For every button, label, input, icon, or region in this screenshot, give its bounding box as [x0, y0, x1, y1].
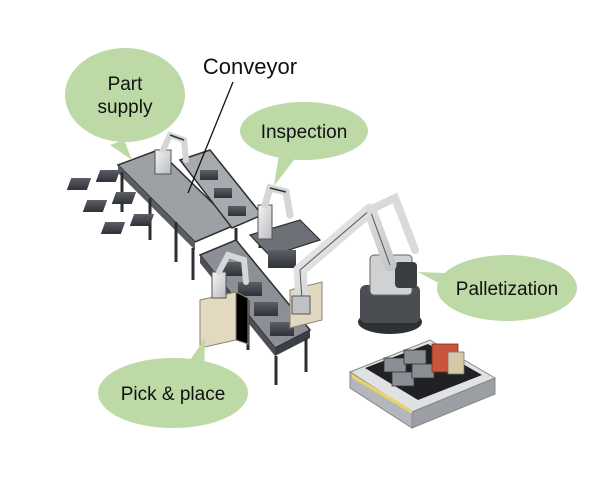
callout-palletization: Palletization	[418, 255, 577, 321]
callout-conveyor: Conveyor	[187, 54, 297, 194]
callout-part-supply: Part supply	[65, 48, 185, 160]
inspection-label: Inspection	[261, 122, 348, 143]
pick-place-station	[199, 251, 249, 349]
callout-pick-place: Pick & place	[98, 338, 248, 428]
supply-robot	[154, 131, 189, 175]
inspection-station	[248, 183, 322, 268]
part-supply-rack	[66, 149, 237, 280]
part-supply-label-line1: Part	[108, 74, 144, 95]
callout-inspection: Inspection	[240, 102, 368, 186]
pick-place-label: Pick & place	[121, 384, 226, 405]
palletization-label: Palletization	[456, 279, 558, 300]
agv-pallet	[348, 339, 497, 429]
palletizing-robot	[291, 192, 422, 334]
part-supply-label-line2: supply	[98, 97, 153, 118]
conveyor-label: Conveyor	[203, 54, 297, 79]
